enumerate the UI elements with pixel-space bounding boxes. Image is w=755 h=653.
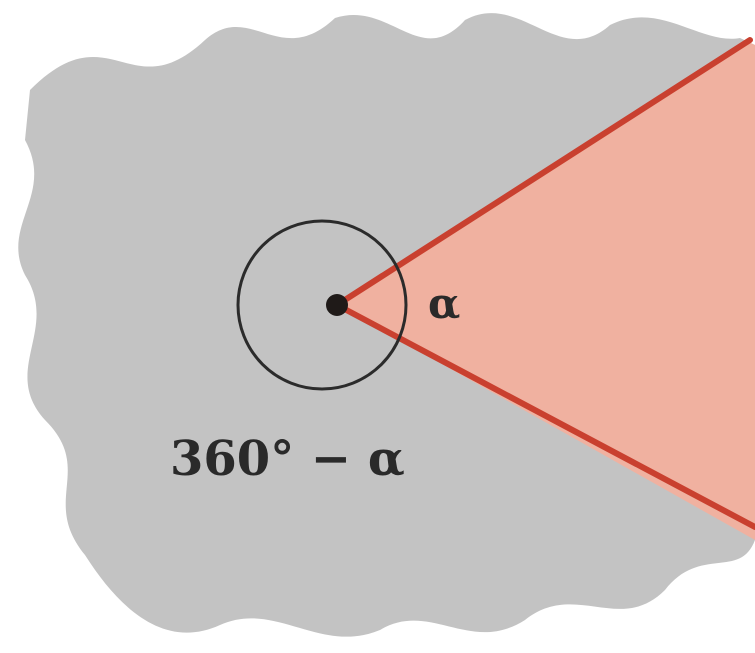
- vertex-point: [326, 294, 348, 316]
- angle-alpha-label: α: [428, 279, 460, 328]
- angle-alpha-region: [337, 38, 755, 540]
- reflex-angle-label: 360° − α: [170, 431, 405, 487]
- reflex-angle-circle: [236, 219, 408, 391]
- lower-ray: [334, 302, 755, 530]
- upper-ray: [334, 37, 753, 308]
